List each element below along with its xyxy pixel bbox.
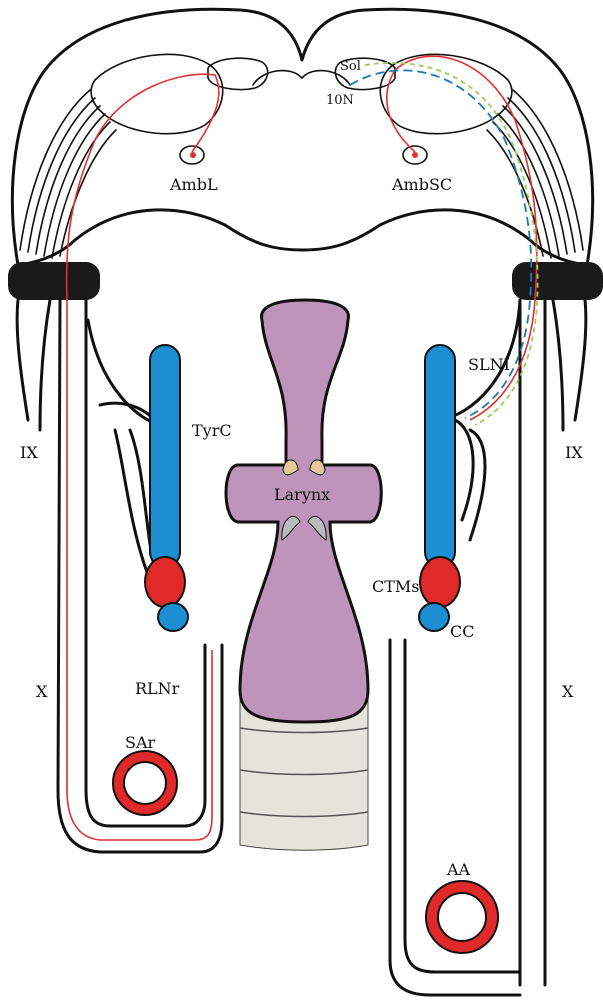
right-muscles [419,345,460,631]
label-x-right: X [562,682,574,701]
label-larynx: Larynx [274,485,330,504]
right-ganglion-band [512,262,603,300]
brainstem [12,9,592,265]
label-ix-left: IX [20,443,38,462]
left-cc-muscle [158,603,188,631]
label-cc: CC [450,622,474,641]
label-ambsc: AmbSC [391,175,452,194]
right-cc-muscle [419,603,449,631]
label-rlnr: RLNr [135,679,180,698]
label-10n: 10N [326,93,354,108]
right-tyrc-muscle [425,345,455,567]
label-sol: Sol [340,59,361,74]
label-x-left: X [36,682,48,701]
label-sar: SAr [125,733,156,752]
label-slni: SLNI [468,355,510,374]
label-aa: AA [446,860,471,879]
subclavian-artery-ring [113,751,177,815]
right-ctms-muscle [420,557,460,607]
left-tyrc-muscle [150,345,180,567]
left-ctms-muscle [145,557,185,607]
left-ganglion-band [8,262,100,300]
larynx [226,300,381,722]
label-ctms: CTMs [372,577,420,596]
aortic-arch-ring [426,881,498,953]
left-muscles [145,345,188,631]
label-tyrc: TyrC [192,421,232,440]
label-ix-right: IX [565,443,583,462]
label-ambl: AmbL [169,175,218,194]
